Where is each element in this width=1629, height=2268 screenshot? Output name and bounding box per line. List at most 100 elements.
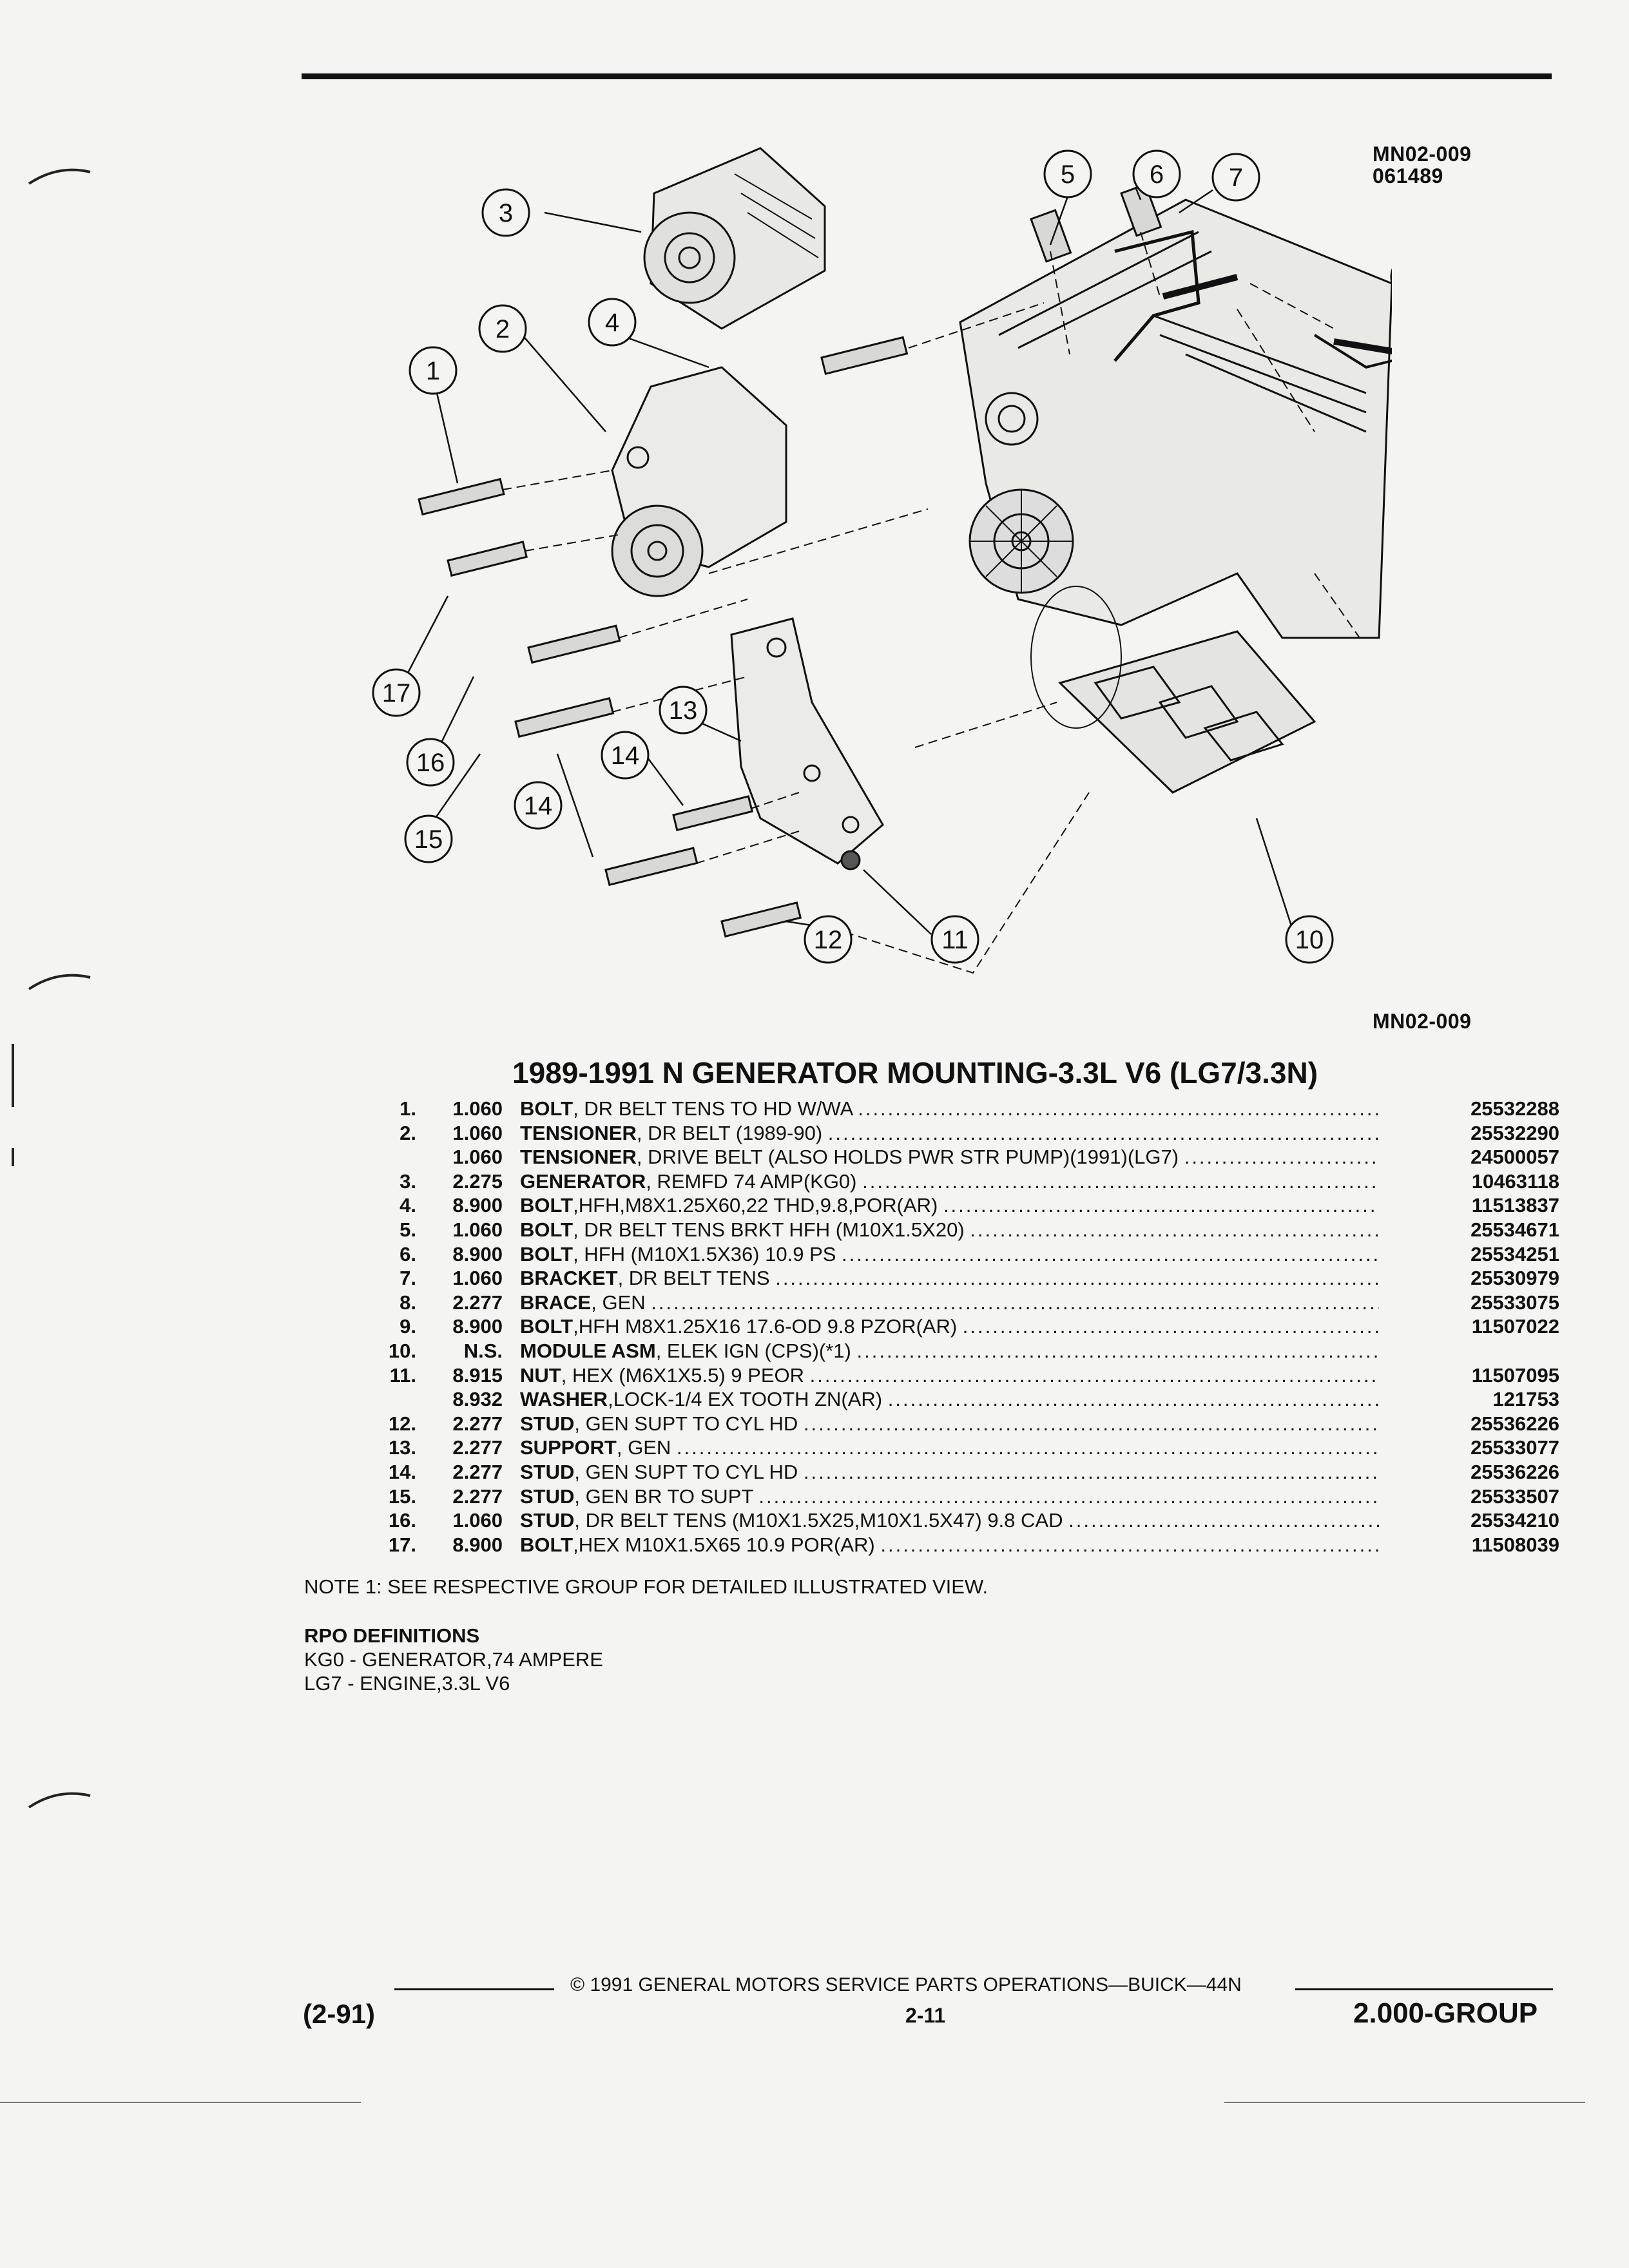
part-detail: , HEX (M6X1X5.5) 9 PEOR [561,1363,805,1387]
margin-mark [28,1792,91,1809]
part-detail: ,HFH M8X1.25X16 17.6-OD 9.8 PZOR(AR) [573,1315,958,1338]
margin-bar [12,1044,14,1107]
leader-dots: ........................................… [676,1436,1379,1459]
item-number: 15. [388,1485,416,1508]
catalog-number: 2.277 [452,1436,503,1459]
callout-label-5: 5 [1061,160,1075,189]
part-number: 121753 [1492,1388,1559,1411]
catalog-number: 2.277 [452,1412,503,1435]
part-description: TENSIONER, DRIVE BELT (ALSO HOLDS PWR ST… [520,1145,1379,1169]
part-detail: , DR BELT TENS BRKT HFH (M10X1.5X20) [573,1218,965,1241]
part-detail: , DR BELT TENS (M10X1.5X25,M10X1.5X47) 9… [574,1509,1063,1532]
callout-label-6: 6 [1150,160,1164,189]
part-number: 11513837 [1471,1194,1559,1217]
rpo-heading: RPO DEFINITIONS [304,1624,480,1647]
part-name: BOLT [520,1194,574,1217]
item-number: 7. [400,1267,416,1290]
item-number: 2. [400,1121,416,1144]
part-number: 24500057 [1470,1146,1559,1169]
part-description: TENSIONER, DR BELT (1989-90) ...........… [520,1121,1379,1145]
exploded-diagram-drawing: 1 2 3 4 5 6 7 8 9 10 11 12 13 14 14 15 1… [372,147,1392,974]
footer-date: (2-91) [303,1999,376,2029]
parts-list: 1. 1.060 BOLT, DR BELT TENS TO HD W/WA ...… [361,1097,1559,1557]
callout-label-14a: 14 [611,742,640,770]
diagram-code: MN02-009 [1373,1010,1472,1033]
catalog-number: 2.277 [452,1291,503,1314]
leader-dots: ........................................… [1184,1146,1379,1169]
item-number: 1. [400,1097,416,1120]
catalog-number: 1.060 [452,1146,503,1169]
catalog-number: N.S. [463,1339,503,1362]
parts-row: 4. 8.900 BOLT,HFH,M8X1.25X60,22 THD,9.8,PO… [361,1193,1559,1218]
part-description: STUD, GEN SUPT TO CYL HD ...............… [520,1412,1379,1436]
part-detail: , GEN BR TO SUPT [574,1485,753,1508]
exploded-diagram: 1 2 3 4 5 6 7 8 9 10 11 12 13 14 14 15 1… [348,122,1392,999]
footer-rule-right [1295,1988,1553,1990]
part-name: BRACE [520,1291,592,1314]
part-detail: , GEN SUPT TO CYL HD [574,1460,798,1483]
part-detail: , GEN [616,1436,671,1459]
callout-label-3: 3 [499,199,513,227]
part-detail: ,HEX M10X1.5X65 10.9 POR(AR) [573,1533,875,1556]
leader-dots: ........................................… [962,1315,1379,1338]
footer-copyright: © 1991 GENERAL MOTORS SERVICE PARTS OPER… [570,1974,1242,1995]
part-description: BOLT,HFH M8X1.25X16 17.6-OD 9.8 PZOR(AR)… [520,1314,1379,1338]
note-text: NOTE 1: SEE RESPECTIVE GROUP FOR DETAILE… [304,1575,988,1598]
part-number: 10463118 [1471,1169,1559,1193]
part-name: BOLT [520,1097,574,1120]
catalog-number: 1.060 [452,1267,503,1290]
leader-dots: ........................................… [803,1460,1379,1483]
part-name: TENSIONER [520,1146,637,1169]
part-detail: , GEN SUPT TO CYL HD [574,1412,798,1435]
parts-row: 2. 1.060 TENSIONER, DR BELT (1989-90) ....… [361,1121,1559,1146]
catalog-number: 1.060 [452,1121,503,1144]
part-name: BOLT [520,1533,574,1556]
leader-dots: ........................................… [651,1291,1379,1314]
item-number: 5. [400,1218,416,1241]
part-description: BOLT, DR BELT TENS BRKT HFH (M10X1.5X20)… [520,1218,1379,1242]
part-name: STUD [520,1509,575,1532]
catalog-number: 8.915 [452,1363,503,1387]
parts-row: 12. 2.277 STUD, GEN SUPT TO CYL HD .......… [361,1412,1559,1436]
part-description: GENERATOR, REMFD 74 AMP(KG0) ...........… [520,1169,1379,1193]
part-number: 25536226 [1470,1460,1559,1483]
item-number: 12. [388,1412,416,1435]
part-name: STUD [520,1485,575,1508]
catalog-number: 1.060 [452,1509,503,1532]
margin-mark [28,974,91,990]
part-description: BOLT, DR BELT TENS TO HD W/WA ..........… [520,1097,1379,1120]
part-name: NUT [520,1363,561,1387]
part-description: BOLT,HFH,M8X1.25X60,22 THD,9.8,POR(AR) .… [520,1193,1379,1217]
leader-dots: ........................................… [775,1267,1379,1290]
part-number: 25536226 [1470,1412,1559,1435]
part-description: BRACKET, DR BELT TENS ..................… [520,1266,1379,1290]
part-detail: ,HFH,M8X1.25X60,22 THD,9.8,POR(AR) [573,1194,938,1217]
part-number: 25534671 [1470,1218,1559,1241]
part-detail: , DR BELT TENS [617,1267,770,1290]
callout-label-14b: 14 [524,792,553,820]
part-number: 25533077 [1470,1436,1559,1459]
leader-dots: ........................................… [856,1339,1380,1362]
catalog-number: 8.900 [452,1194,503,1217]
leader-dots: ........................................… [887,1388,1379,1411]
margin-mark [28,168,91,185]
callout-label-2: 2 [496,315,510,343]
part-name: BOLT [520,1315,574,1338]
figure-code: MN02-009 [1373,142,1472,166]
item-number: 11. [389,1363,416,1387]
callout-label-1: 1 [426,357,440,385]
part-detail: , DRIVE BELT (ALSO HOLDS PWR STR PUMP)(1… [636,1146,1179,1169]
leader-dots: ........................................… [880,1533,1379,1556]
item-number: 4. [400,1194,416,1217]
part-detail: , HFH (M10X1.5X36) 10.9 PS [573,1242,836,1265]
callout-label-11: 11 [941,926,969,954]
part-number: 11507022 [1471,1315,1559,1338]
